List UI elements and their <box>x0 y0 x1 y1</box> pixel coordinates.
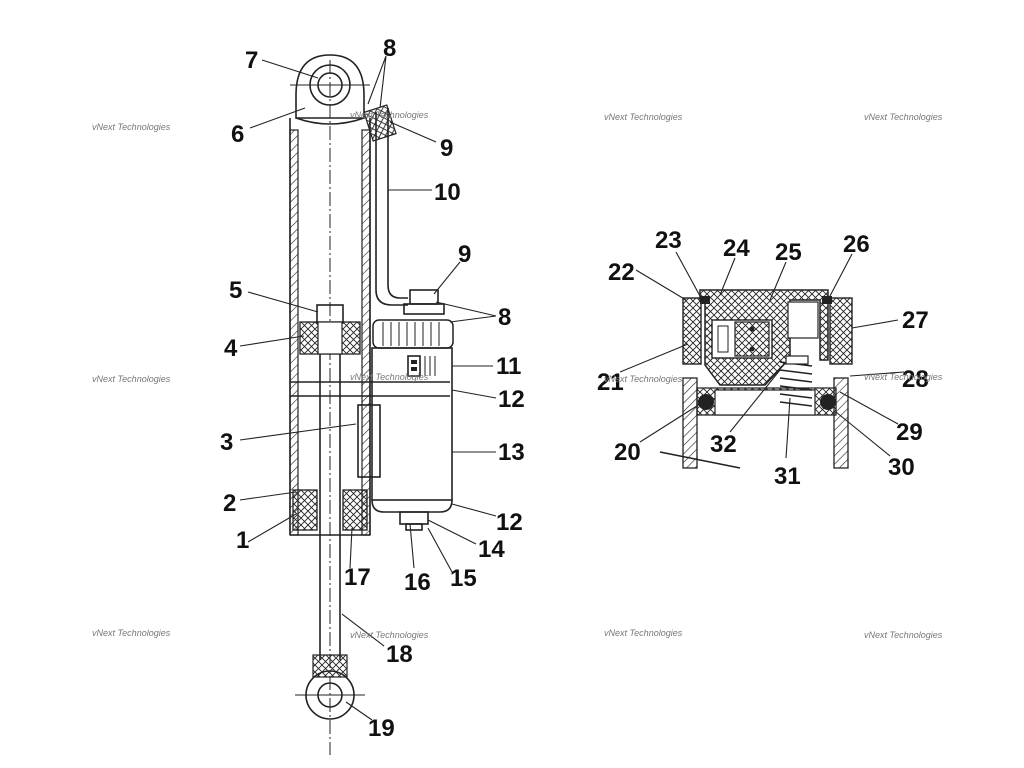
callout-label: 17 <box>344 564 371 591</box>
rod-end <box>312 654 348 678</box>
callout-label: 16 <box>404 569 431 596</box>
watermark-text: vNext Technologies <box>864 372 943 382</box>
callout-label: 22 <box>608 259 635 286</box>
shock-assembly <box>289 54 454 755</box>
seal-left <box>292 489 318 531</box>
reservoir-body <box>371 347 453 501</box>
callout-label: 27 <box>902 307 929 334</box>
bottom-eye <box>305 670 355 720</box>
top-eye-housing <box>295 54 365 119</box>
valve-right-wall <box>829 297 853 365</box>
callout-label: 23 <box>655 227 682 254</box>
callout-label: 13 <box>498 439 525 466</box>
callout-label: 8 <box>383 35 396 62</box>
callout-label: 8 <box>498 304 511 331</box>
callout-label: 31 <box>774 463 801 490</box>
reservoir-cap-knurl <box>382 322 440 346</box>
callout-label: 9 <box>440 135 453 162</box>
cylinder-wall-left <box>289 129 299 536</box>
reservoir-bolt <box>409 289 439 305</box>
top-banjo-fitting <box>363 104 397 142</box>
callout-label: 9 <box>458 241 471 268</box>
watermark-text: vNext Technologies <box>92 628 171 638</box>
reservoir-hose <box>375 112 408 306</box>
callout-label: 1 <box>236 527 249 554</box>
watermark-text: vNext Technologies <box>350 372 429 382</box>
callout-labels: 1 2 3 4 5 6 7 8 8 9 9 10 11 12 12 13 14 … <box>220 35 929 742</box>
callout-label: 7 <box>245 47 258 74</box>
callout-label: 28 <box>902 366 929 393</box>
callout-label: 15 <box>450 565 477 592</box>
tube-wall-left <box>682 377 698 469</box>
callout-label: 25 <box>775 239 802 266</box>
watermark-text: vNext Technologies <box>92 122 171 132</box>
callout-label: 19 <box>368 715 395 742</box>
watermark-text: vNext Technologies <box>92 374 171 384</box>
watermark-text: vNext Technologies <box>864 630 943 640</box>
callout-label: 21 <box>597 369 624 396</box>
watermark-text: vNext Technologies <box>350 630 429 640</box>
valve-left-wall <box>682 297 702 365</box>
callout-label: 11 <box>496 353 521 380</box>
reservoir-cap <box>372 319 454 349</box>
callout-label: 24 <box>723 235 750 262</box>
callout-label: 3 <box>220 429 233 456</box>
watermark-text: vNext Technologies <box>604 112 683 122</box>
callout-label: 10 <box>434 179 461 206</box>
callout-label: 4 <box>224 335 238 362</box>
watermark-text: vNext Technologies <box>604 374 683 384</box>
watermark-text: vNext Technologies <box>604 628 683 638</box>
leader-lines <box>239 55 905 721</box>
callout-label: 12 <box>496 509 523 536</box>
callout-label: 5 <box>229 277 242 304</box>
callout-label: 2 <box>223 490 236 517</box>
watermark-text: vNext Technologies <box>350 110 429 120</box>
callout-label: 12 <box>498 386 525 413</box>
callout-label: 20 <box>614 439 641 466</box>
valve-cross-section <box>659 289 853 469</box>
callout-label: 32 <box>710 431 737 458</box>
seal-right <box>342 489 368 531</box>
callout-label: 30 <box>888 454 915 481</box>
callout-label: 29 <box>896 419 923 446</box>
cylinder-wall-right <box>361 129 371 536</box>
top-eye-bushing <box>309 64 351 106</box>
watermarks: vNext Technologies vNext Technologies vN… <box>92 110 943 640</box>
floating-piston <box>357 404 381 478</box>
callout-label: 26 <box>843 231 870 258</box>
callout-label: 14 <box>478 536 505 563</box>
tube-wall-right <box>833 377 849 469</box>
callout-label: 6 <box>231 121 244 148</box>
callout-label: 18 <box>386 641 413 668</box>
adjuster-window <box>407 355 421 377</box>
watermark-text: vNext Technologies <box>864 112 943 122</box>
